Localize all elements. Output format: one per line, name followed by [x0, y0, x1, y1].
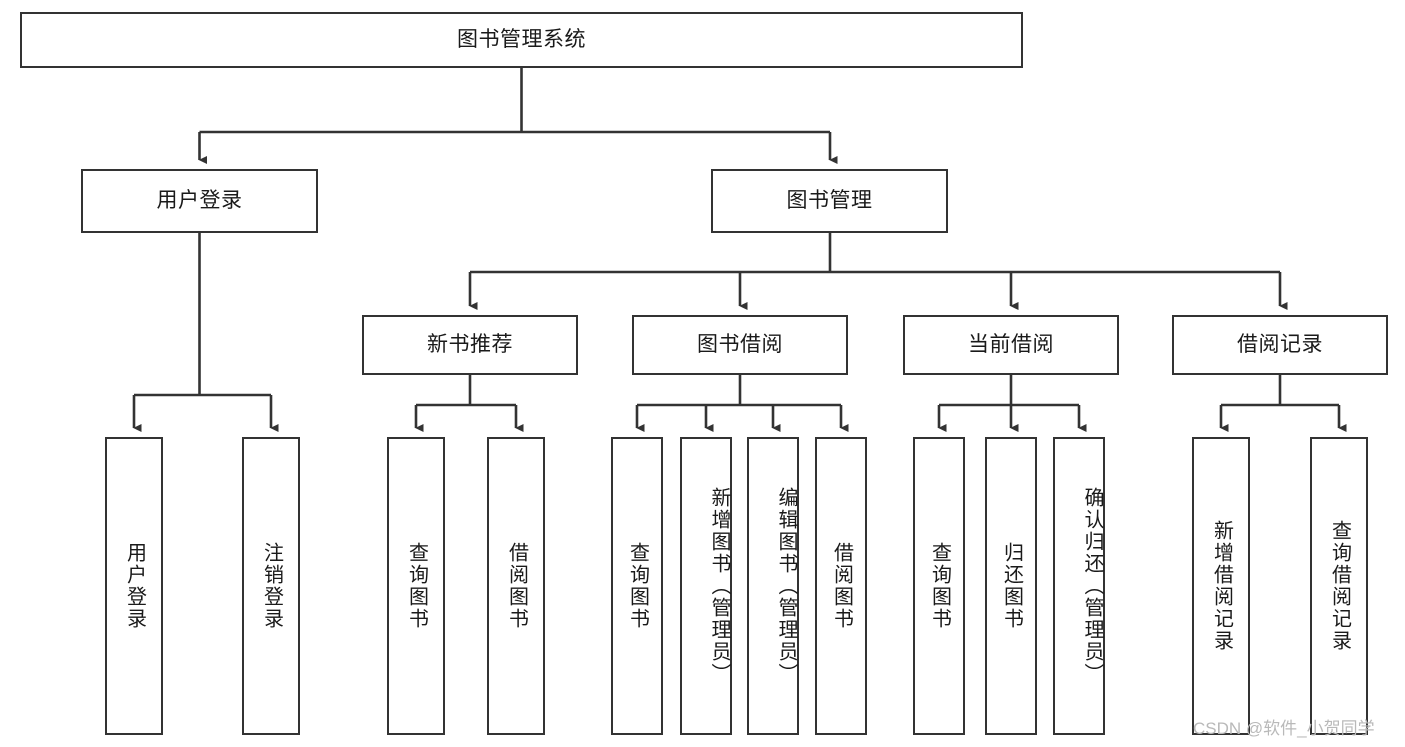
node-leaf-user-login[interactable]: 用户登录	[105, 437, 163, 735]
node-leaf-logout-label: 注销登录	[260, 542, 283, 630]
node-leaf-add-record-label: 新增借阅记录	[1210, 520, 1233, 652]
node-leaf-query-book-rec[interactable]: 查询图书	[387, 437, 445, 735]
node-borrow-record-label: 借阅记录	[1237, 333, 1323, 357]
node-root-label: 图书管理系统	[457, 28, 586, 52]
node-leaf-confirm-return[interactable]: 确认归还（管理员）	[1053, 437, 1105, 735]
node-leaf-user-login-label: 用户登录	[123, 542, 146, 630]
node-leaf-borrow-book-rec[interactable]: 借阅图书	[487, 437, 545, 735]
node-new-book-rec[interactable]: 新书推荐	[362, 315, 578, 375]
node-current-borrow-label: 当前借阅	[968, 333, 1054, 357]
node-leaf-borrow-book-rec-label: 借阅图书	[505, 542, 528, 630]
node-book-borrow-label: 图书借阅	[697, 333, 783, 357]
node-leaf-query-book[interactable]: 查询图书	[611, 437, 663, 735]
node-leaf-add-book-label: 新增图书（管理员）	[708, 487, 730, 685]
node-book-manage-label: 图书管理	[786, 189, 873, 213]
node-user-login-label: 用户登录	[156, 189, 243, 213]
node-leaf-query-book-cur-label: 查询图书	[928, 542, 951, 630]
node-leaf-logout[interactable]: 注销登录	[242, 437, 300, 735]
node-leaf-edit-book[interactable]: 编辑图书（管理员）	[747, 437, 799, 735]
node-leaf-query-record-label: 查询借阅记录	[1328, 520, 1351, 652]
node-current-borrow[interactable]: 当前借阅	[903, 315, 1119, 375]
node-leaf-borrow-book[interactable]: 借阅图书	[815, 437, 867, 735]
node-leaf-borrow-book-label: 借阅图书	[830, 542, 853, 630]
node-leaf-add-book[interactable]: 新增图书（管理员）	[680, 437, 732, 735]
node-user-login[interactable]: 用户登录	[81, 169, 318, 233]
node-leaf-query-record[interactable]: 查询借阅记录	[1310, 437, 1368, 735]
node-new-book-rec-label: 新书推荐	[427, 333, 513, 357]
node-leaf-add-record[interactable]: 新增借阅记录	[1192, 437, 1250, 735]
node-leaf-return-book[interactable]: 归还图书	[985, 437, 1037, 735]
node-book-borrow[interactable]: 图书借阅	[632, 315, 848, 375]
node-leaf-query-book-cur[interactable]: 查询图书	[913, 437, 965, 735]
node-leaf-confirm-return-label: 确认归还（管理员）	[1081, 487, 1103, 685]
node-leaf-return-book-label: 归还图书	[1000, 542, 1023, 630]
node-leaf-query-book-label: 查询图书	[626, 542, 649, 630]
node-leaf-query-book-rec-label: 查询图书	[405, 542, 428, 630]
node-book-manage[interactable]: 图书管理	[711, 169, 948, 233]
node-leaf-edit-book-label: 编辑图书（管理员）	[775, 487, 797, 685]
node-borrow-record[interactable]: 借阅记录	[1172, 315, 1388, 375]
node-root[interactable]: 图书管理系统	[20, 12, 1023, 68]
watermark: CSDN @软件_小贺同学	[1193, 719, 1375, 738]
